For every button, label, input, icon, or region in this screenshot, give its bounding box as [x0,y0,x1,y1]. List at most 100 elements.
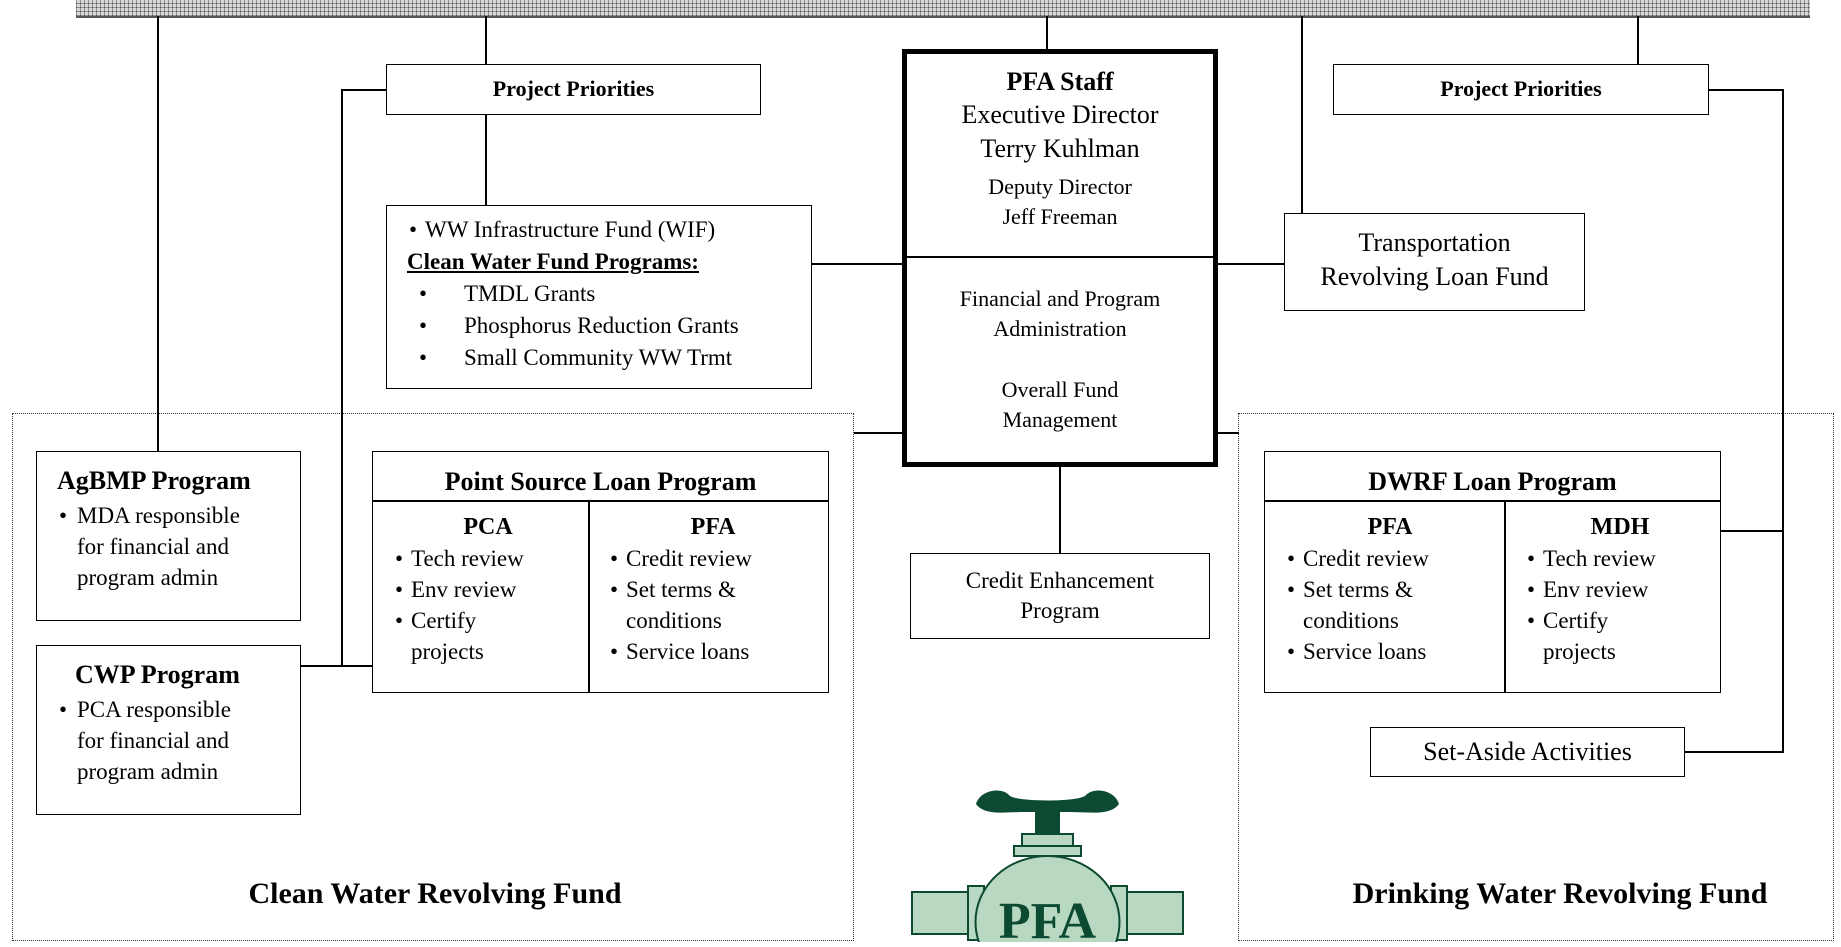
cwp-title: CWP Program [75,660,240,689]
mdh-item: Tech review [1525,543,1715,574]
clean-water-fund-programs-box: WW Infrastructure Fund (WIF) Clean Water… [386,205,812,389]
agbmp-line: MDA responsible [77,503,240,528]
point-source-loan-program-box: Point Source Loan Program PCA Tech revie… [372,451,829,693]
agbmp-title: AgBMP Program [57,466,251,495]
pfa-heading: PFA [690,514,736,540]
connector-line [1708,89,1784,91]
connector-line [485,114,487,206]
connector-line [300,665,374,667]
valve-handle [976,790,1119,834]
agbmp-line: program admin [77,565,219,590]
pfa-staff-title: PFA Staff [1006,67,1114,96]
wif-label: WW Infrastructure Fund (WIF) [425,217,716,242]
program-list-item: •TMDL Grants [419,281,596,306]
pfa-item-label: Service loans [626,639,750,664]
cwp-line: program admin [77,759,219,784]
set-aside-label: Set-Aside Activities [1423,737,1632,766]
credit-enhancement-box: Credit Enhancement Program [910,553,1210,639]
project-priorities-right-label: Project Priorities [1440,76,1602,101]
pfa-item: Set terms & conditions [608,574,786,636]
cwp-program-box: CWP Program PCA responsible for financia… [36,645,301,815]
agbmp-description: MDA responsible for financial and progra… [57,500,300,593]
executive-director-name: Terry Kuhlman [980,134,1140,163]
dwrf-pfa-item-label: Service loans [1303,639,1427,664]
point-source-title-rule [373,500,828,502]
project-priorities-right-box: Project Priorities [1333,64,1709,115]
mdh-item: Env review [1525,574,1715,605]
mdh-item-label: Env review [1543,577,1649,602]
connector-line [485,16,487,64]
program-list-item: •Phosphorus Reduction Grants [419,313,739,338]
pfa-staff-divider [907,256,1213,258]
dwrf-loan-program-box: DWRF Loan Program PFA Credit review Set … [1264,451,1721,693]
management-line-1: Overall Fund [1001,377,1119,402]
pfa-item: Credit review [608,543,818,574]
drinking-water-fund-label: Drinking Water Revolving Fund [1352,877,1768,910]
top-header-bar [76,0,1810,18]
pfa-item: Service loans [608,636,818,667]
project-priorities-left-box: Project Priorities [386,64,761,115]
agbmp-program-box: AgBMP Program MDA responsible for financ… [36,451,301,621]
program-label: Small Community WW Trmt [464,345,733,370]
connector-line [1217,263,1285,265]
dwrf-pfa-item: Set terms & conditions [1285,574,1463,636]
mdh-heading: MDH [1590,514,1650,540]
clean-water-fund-label: Clean Water Revolving Fund [248,877,622,910]
cwp-description: PCA responsible for financial and progra… [57,694,300,787]
pca-item: Certify projects [393,605,531,667]
valve-icon: PFA [911,790,1184,947]
cwp-line: for financial and [77,728,229,753]
agbmp-line: for financial and [77,534,229,559]
credit-enhancement-line-2: Program [1020,598,1100,623]
set-aside-activities-box: Set-Aside Activities [1370,727,1685,777]
connector-line [341,89,343,665]
pca-item-label: Tech review [411,546,524,571]
connector-line [1046,16,1048,50]
pca-item: Env review [393,574,583,605]
point-source-title: Point Source Loan Program [444,467,757,496]
program-label: Phosphorus Reduction Grants [464,313,739,338]
valve-logo-text: PFA [999,893,1097,942]
connector-line [1217,432,1239,434]
dwrf-pfa-item-label: Credit review [1303,546,1429,571]
transportation-line-2: Revolving Loan Fund [1320,262,1549,291]
executive-director-role: Executive Director [961,100,1159,129]
connector-line [1720,530,1784,532]
dwrf-column-divider [1504,500,1506,692]
mdh-item-label: Certify projects [1543,608,1616,664]
deputy-director-role: Deputy Director [988,174,1132,199]
pca-item: Tech review [393,543,583,574]
admin-line-2: Administration [993,316,1127,341]
connector-line [1637,16,1639,64]
pfa-item-label: Credit review [626,546,752,571]
dwrf-mdh-column: MDH Tech review Env review Certify proje… [1525,512,1715,667]
dwrf-pfa-item: Service loans [1285,636,1495,667]
valve-bonnet-base [1013,845,1082,857]
drinking-water-fund-region [1238,413,1834,941]
clean-water-fund-region [12,413,854,941]
dwrf-pfa-column: PFA Credit review Set terms & conditions… [1285,512,1495,667]
program-label: TMDL Grants [464,281,596,306]
transportation-fund-box: Transportation Revolving Loan Fund [1284,213,1585,311]
connector-line [341,89,387,91]
credit-enhancement-line-1: Credit Enhancement [965,568,1155,593]
point-source-column-divider [588,500,590,692]
connector-line [811,263,903,265]
pfa-valve-logo: PFA [910,782,1185,947]
pca-item-label: Certify projects [411,608,484,664]
program-list-item: •Small Community WW Trmt [419,345,733,370]
connector-line [1684,751,1784,753]
wif-item: WW Infrastructure Fund (WIF) [407,214,811,246]
admin-line-1: Financial and Program [959,286,1161,311]
pfa-staff-box: PFA Staff Executive Director Terry Kuhlm… [902,49,1218,467]
point-source-pca-column: PCA Tech review Env review Certify proje… [393,512,583,667]
connector-line [1782,89,1784,753]
connector-line [157,16,159,452]
cwp-line: PCA responsible [77,697,231,722]
transportation-line-1: Transportation [1358,228,1511,257]
dwrf-pfa-item: Credit review [1285,543,1495,574]
mdh-item: Certify projects [1525,605,1663,667]
pca-item-label: Env review [411,577,517,602]
dwrf-pfa-item-label: Set terms & conditions [1303,577,1413,633]
management-line-2: Management [1002,407,1118,432]
